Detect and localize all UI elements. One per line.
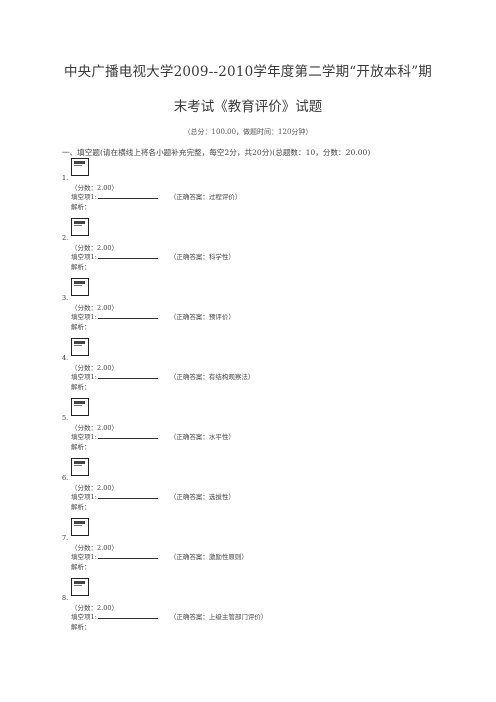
question-item: 7.（分数：2.00）填空项1: （正确答案：激励性原则） 解析： [62, 518, 422, 578]
analysis-label: 解析： [71, 503, 91, 511]
question-item: 3.（分数：2.00）填空项1: （正确答案：预评价） 解析： [62, 278, 422, 338]
question-image-icon[interactable] [71, 218, 89, 236]
fill-label: 填空项1: [71, 253, 97, 261]
document-title-line2: 末考试《教育评价》试题 [173, 99, 323, 115]
question-image-icon[interactable] [71, 338, 89, 356]
answer-blank[interactable] [97, 192, 158, 199]
question-number: 6. [62, 474, 69, 482]
fill-line: 填空项1: （正确答案：有结构观察法） [71, 371, 254, 381]
fill-label: 填空项1: [71, 493, 97, 501]
answer-blank[interactable] [97, 312, 158, 319]
fill-line: 填空项1: （正确答案：水平性） [71, 431, 235, 441]
answer-blank[interactable] [97, 552, 158, 559]
question-image-icon[interactable] [71, 578, 89, 596]
analysis-label: 解析： [71, 203, 91, 211]
question-score: （分数：2.00） [71, 604, 118, 612]
correct-answer: （正确答案：预评价） [169, 313, 235, 321]
correct-answer: （正确答案：选拔性） [169, 493, 235, 501]
question-score: （分数：2.00） [71, 184, 118, 192]
answer-blank[interactable] [97, 372, 158, 379]
fill-label: 填空项1: [71, 313, 97, 321]
answer-blank[interactable] [97, 492, 158, 499]
analysis-label: 解析： [71, 563, 91, 571]
answer-blank[interactable] [97, 432, 158, 439]
answer-blank[interactable] [97, 252, 158, 259]
fill-line: 填空项1: （正确答案：选拔性） [71, 491, 235, 501]
question-image-icon[interactable] [71, 458, 89, 476]
fill-label: 填空项1: [71, 613, 97, 621]
fill-label: 填空项1: [71, 553, 97, 561]
fill-line: 填空项1: （正确答案：过程评价） [71, 191, 241, 201]
question-number: 4. [62, 354, 69, 362]
question-number: 7. [62, 534, 69, 542]
question-number: 2. [62, 234, 69, 242]
analysis-label: 解析： [71, 623, 91, 631]
fill-label: 填空项1: [71, 373, 97, 381]
question-item: 5.（分数：2.00）填空项1: （正确答案：水平性） 解析： [62, 398, 422, 458]
section-heading: 一、填空题(请在横线上将各小题补充完整，每空2分，共20分)(总题数：10，分数… [62, 148, 371, 157]
question-item: 4.（分数：2.00）填空项1: （正确答案：有结构观察法） 解析： [62, 338, 422, 398]
question-item: 6.（分数：2.00）填空项1: （正确答案：选拔性） 解析： [62, 458, 422, 518]
question-number: 5. [62, 414, 69, 422]
question-number: 8. [62, 594, 69, 602]
question-number: 1. [62, 174, 69, 182]
analysis-label: 解析： [71, 383, 91, 391]
exam-meta: （总分：100.00，做题时间：120分钟） [183, 128, 313, 136]
question-item: 2.（分数：2.00）填空项1: （正确答案：科学性） 解析： [62, 218, 422, 278]
question-image-icon[interactable] [71, 398, 89, 416]
question-item: 1.（分数：2.00）填空项1: （正确答案：过程评价） 解析： [62, 158, 422, 218]
correct-answer: （正确答案：过程评价） [169, 193, 242, 201]
question-number: 3. [62, 294, 69, 302]
fill-line: 填空项1: （正确答案：激励性原则） [71, 551, 248, 561]
correct-answer: （正确答案：科学性） [169, 253, 235, 261]
question-score: （分数：2.00） [71, 304, 118, 312]
question-score: （分数：2.00） [71, 364, 118, 372]
question-image-icon[interactable] [71, 158, 89, 176]
correct-answer: （正确答案：激励性原则） [169, 553, 248, 561]
question-image-icon[interactable] [71, 518, 89, 536]
correct-answer: （正确答案：上级主管部门评价） [169, 613, 268, 621]
answer-blank[interactable] [97, 612, 158, 619]
document-title-line1: 中央广播电视大学2009--2010学年度第二学期“开放本科”期 [63, 64, 433, 80]
correct-answer: （正确答案：有结构观察法） [169, 373, 255, 381]
analysis-label: 解析： [71, 443, 91, 451]
question-score: （分数：2.00） [71, 244, 118, 252]
question-image-icon[interactable] [71, 278, 89, 296]
correct-answer: （正确答案：水平性） [169, 433, 235, 441]
fill-line: 填空项1: （正确答案：上级主管部门评价） [71, 611, 267, 621]
question-score: （分数：2.00） [71, 484, 118, 492]
question-item: 8.（分数：2.00）填空项1: （正确答案：上级主管部门评价） 解析： [62, 578, 422, 638]
fill-line: 填空项1: （正确答案：预评价） [71, 311, 235, 321]
question-score: （分数：2.00） [71, 544, 118, 552]
fill-line: 填空项1: （正确答案：科学性） [71, 251, 235, 261]
analysis-label: 解析： [71, 323, 91, 331]
fill-label: 填空项1: [71, 193, 97, 201]
analysis-label: 解析： [71, 263, 91, 271]
question-score: （分数：2.00） [71, 424, 118, 432]
fill-label: 填空项1: [71, 433, 97, 441]
